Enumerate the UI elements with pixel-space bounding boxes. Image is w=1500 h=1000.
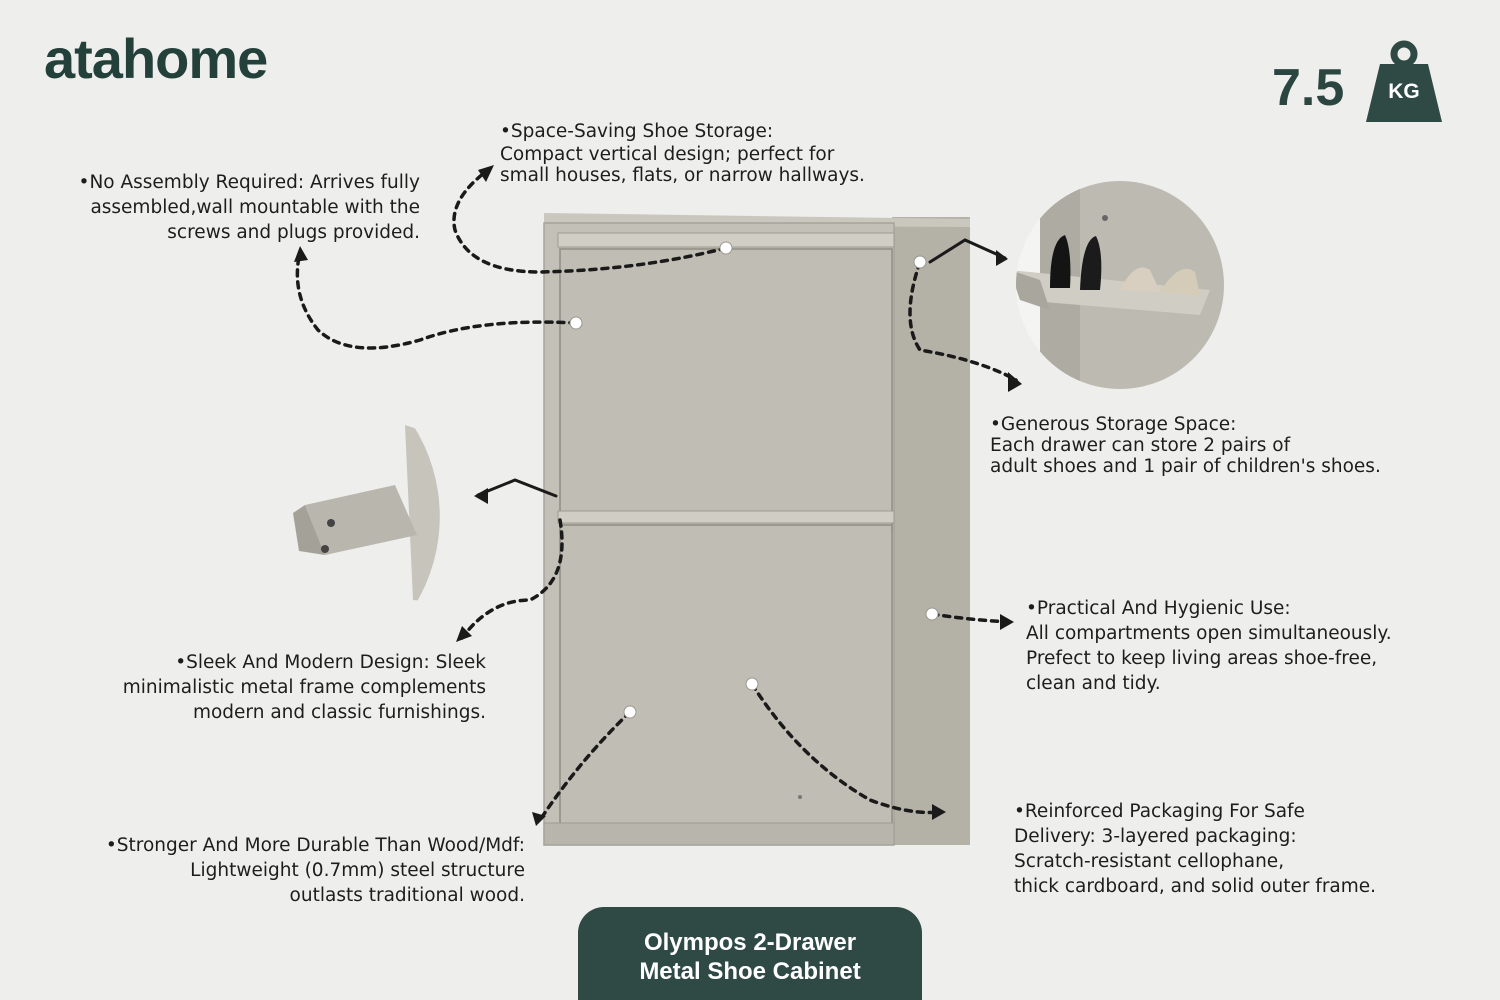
feature-line: Prefect to keep living areas shoe-free, [1026,648,1378,669]
feature-practical-hygienic: •Practical And Hygienic Use: All compart… [1026,596,1392,696]
feature-line: All compartments open simultaneously. [1026,623,1392,644]
product-title-line-1: Olympos 2-Drawer [643,929,857,956]
feature-line: thick cardboard, and solid outer frame. [1014,876,1377,897]
feature-no-assembly: •No Assembly Required: Arrives fully ass… [79,170,420,245]
feature-line: small houses, flats, or narrow hallways. [500,165,865,186]
feature-line: Compact vertical design; perfect for [500,144,835,165]
feature-generous-storage: •Generous Storage Space: Each drawer can… [990,414,1381,477]
product-title-line-2: Metal Shoe Cabinet [639,958,861,985]
feature-line: •Generous Storage Space: [990,414,1237,435]
product-title-badge: Olympos 2-Drawer Metal Shoe Cabinet [578,907,922,1000]
feature-sleek-design: •Sleek And Modern Design: Sleek minimali… [123,650,486,725]
feature-line: minimalistic metal frame complements [122,677,486,698]
feature-line: modern and classic furnishings. [192,702,486,723]
weight-unit: KG [1388,80,1420,103]
feature-line: •Sleek And Modern Design: Sleek [175,652,486,673]
feature-reinforced-packaging: •Reinforced Packaging For Safe Delivery:… [1014,799,1376,899]
shoe-drawer-inset [1016,181,1224,389]
feature-stronger-durable: •Stronger And More Durable Than Wood/Mdf… [106,833,525,908]
shoe-cabinet-illustration [543,213,970,846]
feature-line: Scratch-resistant cellophane, [1014,851,1285,872]
feature-line: adult shoes and 1 pair of children's sho… [990,456,1381,477]
feature-line: outlasts traditional wood. [289,885,525,906]
feature-line: •No Assembly Required: Arrives fully [78,172,420,193]
hinge-detail-inset [285,425,440,605]
feature-line: assembled,wall mountable with the [90,197,420,218]
feature-line: •Reinforced Packaging For Safe [1014,801,1305,822]
feature-line: Each drawer can store 2 pairs of [990,435,1291,456]
feature-line: clean and tidy. [1026,673,1161,694]
feature-line: •Space-Saving Shoe Storage: [500,121,774,142]
feature-line: Delivery: 3-layered packaging: [1014,826,1297,847]
weight-value: 7.5 [1272,59,1345,117]
feature-space-saving: •Space-Saving Shoe Storage: Compact vert… [500,119,865,186]
feature-line: •Stronger And More Durable Than Wood/Mdf… [105,835,525,856]
brand-logo: atahome [44,27,268,90]
weight-kg-icon [1366,40,1442,122]
feature-line: screws and plugs provided. [167,222,420,243]
feature-line: Lightweight (0.7mm) steel structure [190,860,525,881]
feature-line: •Practical And Hygienic Use: [1026,598,1291,619]
